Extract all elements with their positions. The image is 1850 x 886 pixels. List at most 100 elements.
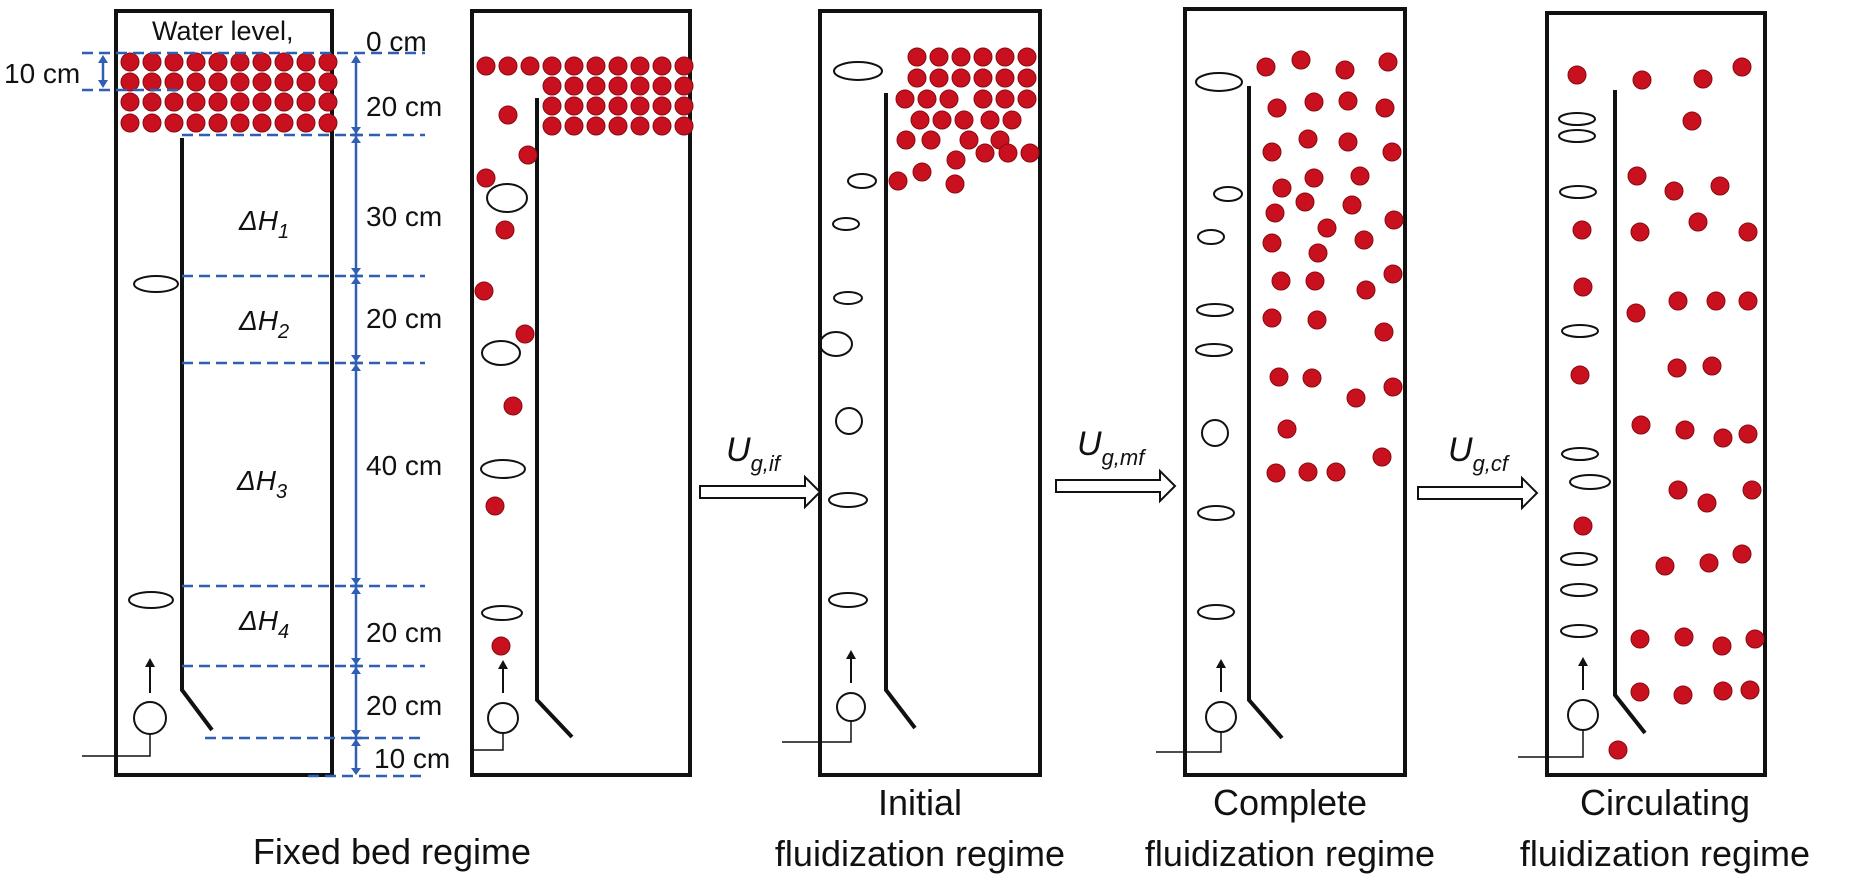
particle <box>1295 192 1315 212</box>
particle <box>318 113 338 133</box>
particle <box>1335 60 1355 80</box>
bubble <box>1559 185 1597 199</box>
particle <box>954 110 974 130</box>
particle <box>630 96 650 116</box>
particle <box>564 96 584 116</box>
caption-complete-line1: Complete <box>1213 782 1367 823</box>
particle <box>252 113 272 133</box>
section-label-dh3: ΔH3 <box>236 465 287 503</box>
particle <box>503 396 523 416</box>
dimension-arrowheads <box>98 55 361 775</box>
particle <box>1317 218 1337 238</box>
particle <box>939 89 959 109</box>
bubble <box>1197 229 1225 245</box>
particle <box>998 143 1018 163</box>
particle <box>564 116 584 136</box>
particle <box>1356 280 1376 300</box>
particle <box>1383 377 1403 397</box>
particle <box>1712 636 1732 656</box>
bubble <box>835 407 863 435</box>
particle <box>142 113 162 133</box>
particle <box>1304 168 1324 188</box>
particle <box>230 72 250 92</box>
particle <box>120 52 140 72</box>
particle <box>208 92 228 112</box>
bubble <box>1558 129 1596 143</box>
particle <box>1630 629 1650 649</box>
packed-particles <box>120 52 338 133</box>
transition-arrow-if <box>699 474 822 510</box>
bubble <box>1201 419 1229 447</box>
dim-label-0cm: 0 cm <box>366 26 427 57</box>
dim-label-10cm-bottom: 10 cm <box>374 743 450 774</box>
bubble <box>1569 474 1611 490</box>
particle <box>230 113 250 133</box>
particle <box>476 168 496 188</box>
particle <box>1713 428 1733 448</box>
particle <box>1002 110 1022 130</box>
bubble <box>1195 72 1243 92</box>
particle <box>1262 308 1282 328</box>
caption-circulating-line1: Circulating <box>1580 782 1750 823</box>
column-wall <box>1183 7 1407 777</box>
particle <box>120 113 140 133</box>
particle <box>973 68 993 88</box>
riser-tube <box>1613 90 1647 735</box>
particle <box>142 52 162 72</box>
bubble <box>1197 505 1235 521</box>
particle <box>1354 230 1374 250</box>
particles <box>1567 57 1765 760</box>
particle <box>1573 277 1593 297</box>
particle <box>1697 493 1717 513</box>
particle <box>1265 203 1285 223</box>
particle <box>586 76 606 96</box>
bubble <box>1558 112 1596 126</box>
particle <box>630 76 650 96</box>
particle <box>186 52 206 72</box>
particle <box>921 130 941 150</box>
bubble <box>1560 583 1598 597</box>
particle <box>945 174 965 194</box>
particle <box>564 76 584 96</box>
particle <box>1693 69 1713 89</box>
bubble <box>828 592 868 608</box>
caption-circulating-line2: fluidization regime <box>1520 833 1810 874</box>
gas-arrowhead <box>846 650 856 659</box>
particle <box>142 72 162 92</box>
particle <box>1342 195 1362 215</box>
particle <box>907 47 927 67</box>
particle <box>1298 462 1318 482</box>
particle <box>474 281 494 301</box>
gas-feed-line <box>1156 732 1222 753</box>
bubble <box>481 605 523 621</box>
particle <box>1338 91 1358 111</box>
particle <box>1627 166 1647 186</box>
particle <box>1307 310 1327 330</box>
particle <box>1267 98 1287 118</box>
particle <box>1630 222 1650 242</box>
particle <box>608 76 628 96</box>
transition-arrow-mf <box>1055 468 1177 504</box>
particle <box>1350 166 1370 186</box>
particle <box>1682 111 1702 131</box>
particle <box>995 89 1015 109</box>
particle <box>498 105 518 125</box>
particle <box>932 110 952 130</box>
column-wall <box>818 9 1042 777</box>
riser-tube <box>180 138 214 732</box>
falling-particles <box>474 105 538 656</box>
particle <box>652 96 672 116</box>
particle <box>564 56 584 76</box>
dim-label-40cm: 40 cm <box>366 450 442 481</box>
particle <box>542 96 562 116</box>
gas-nozzle <box>487 702 519 734</box>
gas-arrowhead <box>145 658 155 667</box>
particle <box>318 72 338 92</box>
particle <box>929 47 949 67</box>
particle <box>518 145 538 165</box>
particle <box>1374 322 1394 342</box>
particle <box>252 92 272 112</box>
particle <box>1675 420 1695 440</box>
particle <box>1745 629 1765 649</box>
particle <box>318 92 338 112</box>
